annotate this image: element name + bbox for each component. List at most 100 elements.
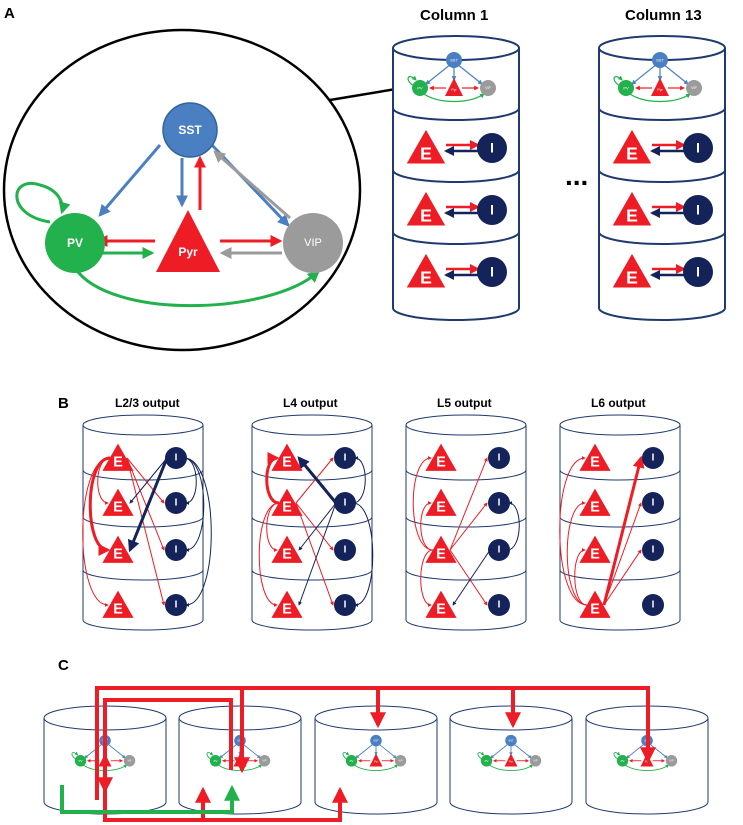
inhibitory-cell: [334, 594, 356, 616]
excitatory-cell: [102, 443, 134, 471]
excitatory-cell-label: E: [626, 205, 638, 225]
inhibitory-cell-label: I: [490, 141, 494, 156]
mini-pyr-label: Pyr: [645, 761, 649, 764]
excitatory-cell: [406, 191, 446, 226]
excitatory-cell: [579, 590, 611, 618]
inhibitory-cell-label: I: [490, 265, 494, 280]
inhibitory-cell: [488, 492, 510, 514]
excitatory-cell-label: E: [282, 547, 292, 563]
excitatory-cell: [102, 590, 134, 618]
vip-cell: VIP: [283, 213, 343, 273]
sst-cell: SST: [162, 102, 218, 158]
l23-output-title: L2/3 output: [115, 396, 180, 410]
mini-pv-label: PV: [214, 759, 218, 763]
mini-sst-label: SST: [450, 58, 458, 63]
mini-vip-label: VIP: [127, 759, 131, 762]
excitatory-cell-label: E: [590, 455, 600, 471]
mini-pyr-label: Pyr: [657, 88, 663, 92]
inhibitory-cell: [488, 594, 510, 616]
pyr-cell: Pyr: [156, 210, 220, 272]
excitatory-cell: [612, 191, 652, 226]
inhibitory-cell-label: I: [344, 498, 347, 509]
mini-pv-label: PV: [350, 759, 354, 763]
mini-pv-label: PV: [485, 759, 489, 763]
inhibitory-cell: [165, 447, 187, 469]
excitatory-cell: [579, 443, 611, 471]
mini-vip-label: VIP: [533, 759, 537, 762]
excitatory-cell-label: E: [436, 547, 446, 563]
excitatory-cell: [102, 488, 134, 516]
inhibitory-cell-label: I: [175, 600, 178, 611]
inhibitory-cell: [488, 447, 510, 469]
l6-output-title: L6 output: [591, 396, 646, 410]
excitatory-cell-label: E: [590, 602, 600, 618]
inhibitory-cell: [642, 539, 664, 561]
inhibitory-cell-label: I: [498, 498, 501, 509]
l4-output-title: L4 output: [283, 396, 338, 410]
excitatory-cell-label: E: [626, 267, 638, 287]
excitatory-cell-label: E: [282, 500, 292, 516]
panel-a-label: A: [4, 5, 15, 22]
inhibitory-cell-label: I: [175, 498, 178, 509]
inhibitory-cell: [165, 539, 187, 561]
excitatory-cell: [102, 535, 134, 563]
inhibitory-cell-label: I: [498, 600, 501, 611]
excitatory-cell-label: E: [420, 143, 432, 163]
excitatory-cell: [612, 253, 652, 288]
inhibitory-cell-label: I: [652, 453, 655, 464]
excitatory-cell-label: E: [282, 602, 292, 618]
excitatory-cell: [425, 488, 457, 516]
inhibitory-cell: [642, 492, 664, 514]
excitatory-cell: [425, 443, 457, 471]
excitatory-cell: [579, 488, 611, 516]
excitatory-cell-label: E: [113, 547, 123, 563]
inhibitory-cell-label: I: [696, 141, 700, 156]
inhibitory-cell: [488, 539, 510, 561]
inhibitory-cell-label: I: [344, 600, 347, 611]
inhibitory-cell-label: I: [498, 453, 501, 464]
excitatory-cell-label: E: [436, 602, 446, 618]
panel-c-long-range-connections: [60, 686, 656, 822]
ellipsis: ...: [565, 160, 588, 191]
panel-b-label: B: [58, 395, 69, 412]
inhibitory-cell-label: I: [175, 453, 178, 464]
mini-vip-label: VIP: [262, 759, 266, 762]
inhibitory-cell-label: I: [696, 265, 700, 280]
excitatory-cell-label: E: [113, 602, 123, 618]
inhibitory-cell-label: I: [652, 545, 655, 556]
inhibitory-cell-label: I: [652, 600, 655, 611]
excitatory-cell-label: E: [590, 500, 600, 516]
excitatory-cell-label: E: [420, 205, 432, 225]
excitatory-cell-label: E: [590, 547, 600, 563]
inhibitory-cell: [477, 195, 507, 225]
inhibitory-cell-label: I: [696, 203, 700, 218]
inhibitory-cell: [683, 195, 713, 225]
mini-vip-label: VIP: [691, 86, 697, 90]
excitatory-cell: [612, 129, 652, 164]
mini-pv-label: PV: [417, 86, 423, 91]
excitatory-cell-label: E: [420, 267, 432, 287]
inhibitory-cell-label: I: [175, 545, 178, 556]
inhibitory-cell-label: I: [344, 453, 347, 464]
mini-vip-label: VIP: [669, 759, 673, 762]
column-13-title: Column 13: [625, 7, 702, 24]
inhibitory-cell: [165, 492, 187, 514]
l5-output-title: L5 output: [437, 396, 492, 410]
excitatory-cell: [271, 488, 303, 516]
inhibitory-cell: [334, 447, 356, 469]
mini-vip-label: VIP: [485, 86, 491, 90]
excitatory-cell-label: E: [113, 500, 123, 516]
excitatory-cell: [406, 129, 446, 164]
excitatory-cell-label: E: [436, 455, 446, 471]
inhibitory-cell: [642, 447, 664, 469]
svg-text:VIP: VIP: [304, 237, 322, 249]
mini-pyr-label: Pyr: [451, 88, 457, 92]
